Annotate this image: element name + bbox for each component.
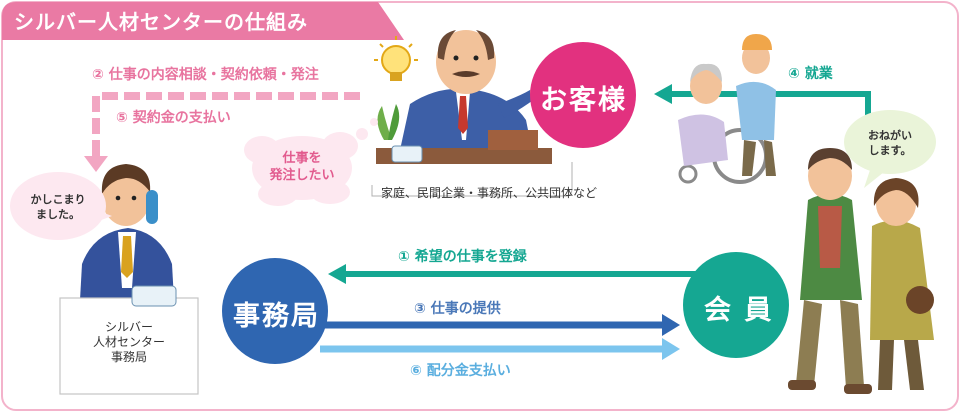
customer-node <box>530 42 636 148</box>
step2-label: ② 仕事の内容相談・契約依頼・発注 <box>92 67 319 83</box>
member-speech-bubble <box>844 110 936 188</box>
page-title: シルバー人材センターの仕組み <box>14 10 308 34</box>
title-tab <box>2 2 404 40</box>
customer-illustration <box>374 30 552 164</box>
customer-bracket <box>371 162 573 197</box>
customer-thought-text: 仕事を 発注したい <box>269 151 335 183</box>
customer-thought-bubble <box>244 118 378 206</box>
office-sign: シルバー 人材センター 事務局 <box>92 320 165 364</box>
wheelchair-illustration <box>678 34 776 184</box>
lightbulb-icon <box>374 36 418 81</box>
step6-label: ⑥ 配分金支払い <box>410 363 511 379</box>
staff-reply-text: かしこまり ました。 <box>30 193 86 221</box>
step1-label: ① 希望の仕事を登録 <box>398 249 527 265</box>
step4-label: ④ 就業 <box>788 66 833 82</box>
flow-arrow-work-head <box>654 84 672 104</box>
flow-arrow-register-head <box>328 264 346 284</box>
flow-arrow-contract <box>92 92 360 158</box>
member-node-label: 会 員 <box>704 295 774 326</box>
office-node-label: 事務局 <box>233 301 320 332</box>
member-node <box>683 252 789 358</box>
step3-label: ③ 仕事の提供 <box>414 301 501 317</box>
step5-label: ⑤ 契約金の支払い <box>116 110 231 126</box>
customer-note: 家庭、民間企業・事務所、公共団体など <box>381 186 598 200</box>
member-illustration <box>788 148 934 394</box>
customer-node-label: お客様 <box>540 85 627 116</box>
staff-illustration <box>59 164 199 395</box>
office-node <box>222 258 328 364</box>
member-reply-text: おねがい します。 <box>868 129 912 157</box>
staff-speech-bubble <box>10 172 112 240</box>
flow-arrow-payment-head <box>662 338 680 360</box>
flow-arrow-provide-head <box>662 314 680 336</box>
flow-arrow-contract-head <box>84 156 108 172</box>
